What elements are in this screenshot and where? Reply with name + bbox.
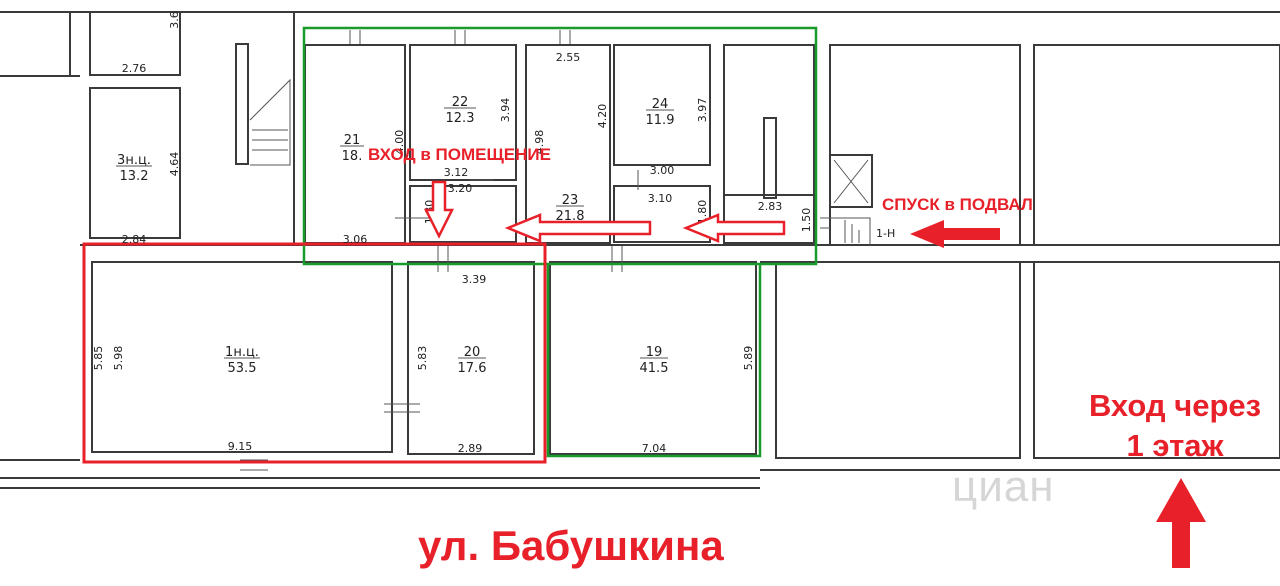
- dim-label: 5.85: [92, 346, 105, 371]
- room-23-area: 21.8: [556, 209, 585, 224]
- dim-label: 4.00: [393, 130, 406, 155]
- highlight-red-area: [82, 242, 547, 464]
- dim-label: 3.10: [648, 192, 673, 205]
- room-1nc-number: 1н.ц.: [225, 345, 259, 360]
- room-23-number: 23: [562, 193, 579, 208]
- room-3nc-area: 13.2: [120, 169, 149, 184]
- dim-label: 4.64: [168, 152, 181, 177]
- arrow-left-icon: [682, 213, 786, 243]
- room-20-area: 17.6: [458, 361, 487, 376]
- dim-label: 5.83: [416, 346, 429, 371]
- entry-line-2: 1 этаж: [1126, 428, 1224, 463]
- dim-label: 2.84: [122, 233, 147, 246]
- room-19-area: 41.5: [640, 361, 669, 376]
- dim-label: 3.06: [343, 233, 368, 246]
- entry-note: Вход через 1 этаж: [1060, 386, 1280, 466]
- dim-label: 2.89: [458, 442, 483, 455]
- room-20-number: 20: [464, 345, 481, 360]
- stair-label: 1-Н: [876, 227, 895, 240]
- dim-label: 3.39: [462, 273, 487, 286]
- arrow-left-solid-icon: [910, 220, 1000, 248]
- watermark: циан: [952, 462, 1055, 511]
- dim-label: 3.94: [499, 98, 512, 123]
- dim-label: 2.76: [122, 62, 147, 75]
- dim-label: 4.20: [596, 104, 609, 129]
- room-24-number: 24: [652, 97, 669, 112]
- dim-label: 3.6: [168, 11, 181, 29]
- entry-line-1: Вход через: [1088, 388, 1262, 423]
- highlight-green-area-lower: [546, 264, 762, 458]
- building-walls: [0, 11, 1280, 489]
- basement-label: СПУСК в ПОДВАЛ: [882, 195, 1033, 214]
- room-3nc-number: 3н.ц.: [117, 153, 151, 168]
- arrow-up-solid-icon: [1156, 478, 1206, 568]
- entrance-room-label: ВХОД в ПОМЕЩЕНИЕ: [368, 145, 551, 164]
- room-21-number: 21: [344, 133, 361, 148]
- room-1nc-area: 53.5: [228, 361, 257, 376]
- dim-label: 7.04: [642, 442, 667, 455]
- dim-label: 3.97: [696, 98, 709, 123]
- room-22-number: 22: [452, 95, 469, 110]
- room-22-area: 12.3: [446, 111, 475, 126]
- dim-label: 4.98: [533, 130, 546, 155]
- dim-label: 9.15: [228, 440, 253, 453]
- room-21-area: 18.: [342, 149, 363, 164]
- dim-label: 2.83: [758, 200, 783, 213]
- arrow-left-icon: [504, 213, 652, 243]
- dim-label: 2.55: [556, 51, 581, 64]
- dim-label: 5.98: [112, 346, 125, 371]
- dimension-labels: 3.6 2.76 4.64 2.84 3.06 3.12 3.20 4.00 3…: [92, 11, 895, 455]
- highlight-green-area: [302, 26, 818, 266]
- arrow-down-icon: [423, 180, 455, 239]
- dim-label: 3.20: [448, 182, 473, 195]
- room-labels: 1н.ц. 53.5 20 17.6 19 41.5 3н.ц. 13.2 21…: [116, 95, 674, 376]
- room-24-area: 11.9: [646, 113, 675, 128]
- dim-label: 3.12: [444, 166, 469, 179]
- street-label: ул. Бабушкина: [418, 522, 724, 569]
- dim-label: 1.80: [696, 200, 709, 225]
- room-19-number: 19: [646, 345, 663, 360]
- dim-label: 5.89: [742, 346, 755, 371]
- dim-label: 3.00: [650, 164, 675, 177]
- dim-label: 1.50: [800, 208, 813, 233]
